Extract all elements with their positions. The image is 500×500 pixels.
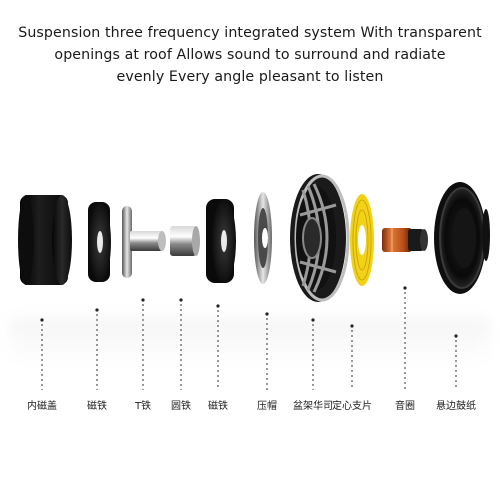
headline: Suspension three frequency integrated sy… — [0, 22, 500, 88]
part-label-10: 悬边鼓纸 — [436, 401, 476, 412]
pressure-cap-part — [254, 192, 272, 284]
leader-dot-4 — [179, 298, 183, 302]
part-label-8: 定心支片 — [332, 401, 372, 412]
t-iron-part — [122, 206, 166, 278]
cone-surround-part — [434, 182, 490, 294]
part-label-9: 音圈 — [395, 401, 415, 412]
headline-line-1: Suspension three frequency integrated sy… — [18, 25, 482, 41]
leader-lines — [40, 286, 458, 390]
basin-frame-part — [290, 174, 350, 302]
magnet-ring-part-1 — [88, 202, 111, 282]
leader-dot-3 — [141, 298, 145, 302]
part-label-7: 盆架华司 — [293, 401, 333, 412]
part-label-1: 内磁盖 — [27, 401, 57, 412]
headline-line-2: openings at roof Allows sound to surroun… — [54, 47, 446, 63]
round-iron-part — [170, 226, 200, 256]
leader-dot-6 — [265, 312, 269, 316]
leader-dot-7 — [311, 318, 315, 322]
part-label-2: 磁铁 — [87, 401, 107, 412]
part-label-5: 磁铁 — [208, 401, 228, 412]
leader-dot-9 — [403, 286, 407, 290]
leader-dot-8 — [350, 324, 354, 328]
leader-dot-1 — [40, 318, 44, 322]
part-label-3: T铁 — [134, 401, 152, 412]
leader-dot-5 — [216, 304, 220, 308]
magnet-cover-part — [18, 195, 72, 285]
floor-reflection — [10, 318, 490, 364]
headline-line-3: evenly Every angle pleasant to listen — [116, 69, 384, 85]
part-label-6: 压帽 — [257, 401, 277, 412]
magnet-ring-part-2 — [206, 199, 236, 283]
part-label-4: 圆铁 — [171, 401, 191, 412]
leader-dot-2 — [95, 308, 99, 312]
spider-centering-part — [350, 194, 374, 286]
voice-coil-part — [382, 228, 428, 252]
leader-dot-10 — [454, 334, 458, 338]
